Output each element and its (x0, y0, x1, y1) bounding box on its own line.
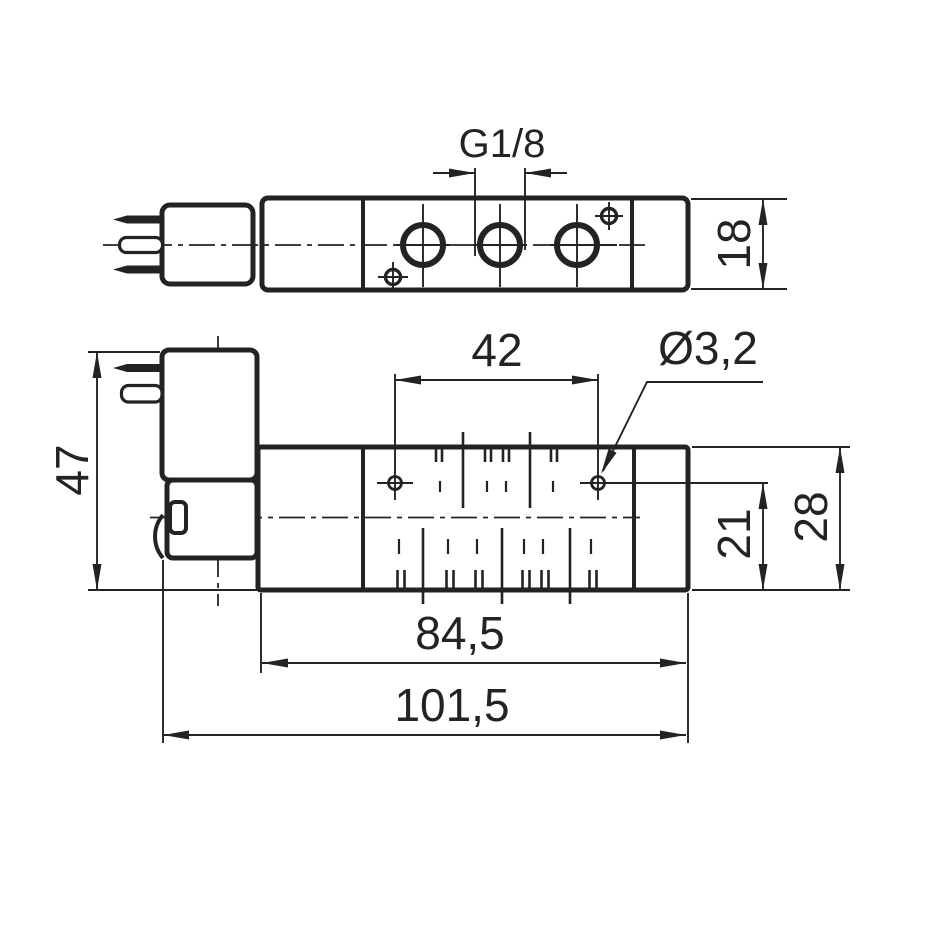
dim-label-overall-length: 101,5 (394, 679, 509, 731)
hidden-ports-lower (396, 539, 598, 588)
dim845-arrow-right (660, 658, 686, 668)
dim-label-hole-spacing: 42 (471, 324, 522, 376)
g18-arrow-right (525, 168, 551, 178)
dim18-arrow-top (758, 199, 768, 225)
dim28-arrow-top (835, 447, 845, 473)
dim47-arrow-bottom (92, 564, 102, 590)
front-pin-hollow (119, 383, 164, 404)
dim1015-arrow-right (660, 730, 686, 740)
dim42-arrow-left (395, 375, 421, 385)
g18-arrow-left (449, 168, 475, 178)
top-view (103, 195, 691, 293)
front-view-dimensions: 42 Ø3,2 47 21 28 84,5 (46, 322, 850, 743)
dim-label-body-length: 84,5 (415, 607, 505, 659)
dim1015-arrow-left (163, 730, 189, 740)
dia32-arrow (601, 448, 617, 474)
dim47-arrow-top (92, 352, 102, 378)
dim-label-thread: G1/8 (459, 122, 546, 166)
dim18-arrow-bottom (758, 263, 768, 289)
connector-pin-top (113, 215, 162, 224)
dim21-arrow-top (758, 483, 768, 509)
solenoid-coil (159, 347, 260, 483)
top-view-dimensions: G1/8 18 (433, 122, 787, 290)
dim42-arrow-right (572, 375, 598, 385)
connector-pin-middle (117, 235, 165, 255)
front-pin-top (113, 364, 162, 372)
dim-label-hole-diameter: Ø3,2 (658, 322, 758, 374)
dim-label-top-height: 18 (708, 218, 760, 269)
dia32-leader (602, 381, 763, 472)
dim-label-hole-center-height: 21 (708, 508, 760, 559)
front-view (113, 336, 691, 606)
valve-body-front-view (255, 444, 691, 593)
dim-label-body-height: 28 (785, 491, 837, 542)
hidden-ports-upper (434, 448, 559, 492)
dim845-arrow-left (262, 658, 288, 668)
dim-label-overall-height: 47 (46, 444, 98, 495)
dim28-arrow-bottom (835, 564, 845, 590)
connector-pin-bottom (113, 265, 162, 274)
manual-override-button (168, 500, 188, 535)
retaining-clip-arc (153, 513, 165, 560)
dim21-arrow-bottom (758, 564, 768, 590)
